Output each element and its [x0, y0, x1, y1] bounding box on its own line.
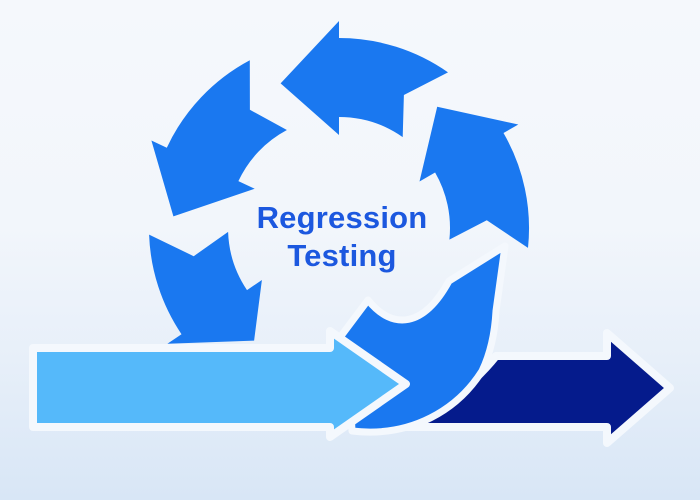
- cycle-arrow-segment: [280, 21, 448, 138]
- cycle-arrow-segment: [151, 60, 287, 217]
- cycle-title-line-2: Testing: [287, 238, 396, 273]
- cycle-title-line-1: Regression: [257, 200, 428, 235]
- cycle-arrows-group: [149, 21, 530, 344]
- cycle-arrow-segment: [149, 231, 262, 344]
- input-arrow: [29, 327, 410, 441]
- cycle-arrow-segment: [419, 106, 530, 248]
